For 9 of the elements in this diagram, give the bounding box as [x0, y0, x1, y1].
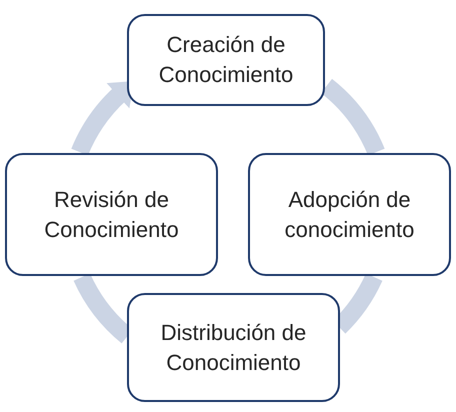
process-box — [5, 153, 218, 276]
cycle-arrow — [72, 80, 134, 156]
process-box — [248, 153, 451, 276]
box-label: Creación de Conocimiento — [158, 31, 294, 89]
box-label: Adopción de conocimiento — [284, 186, 416, 244]
box-label: Revisión de Conocimiento — [43, 186, 180, 244]
process-box — [127, 293, 340, 402]
box-label: Distribución de Conocimiento — [160, 318, 308, 376]
process-box — [127, 14, 325, 106]
